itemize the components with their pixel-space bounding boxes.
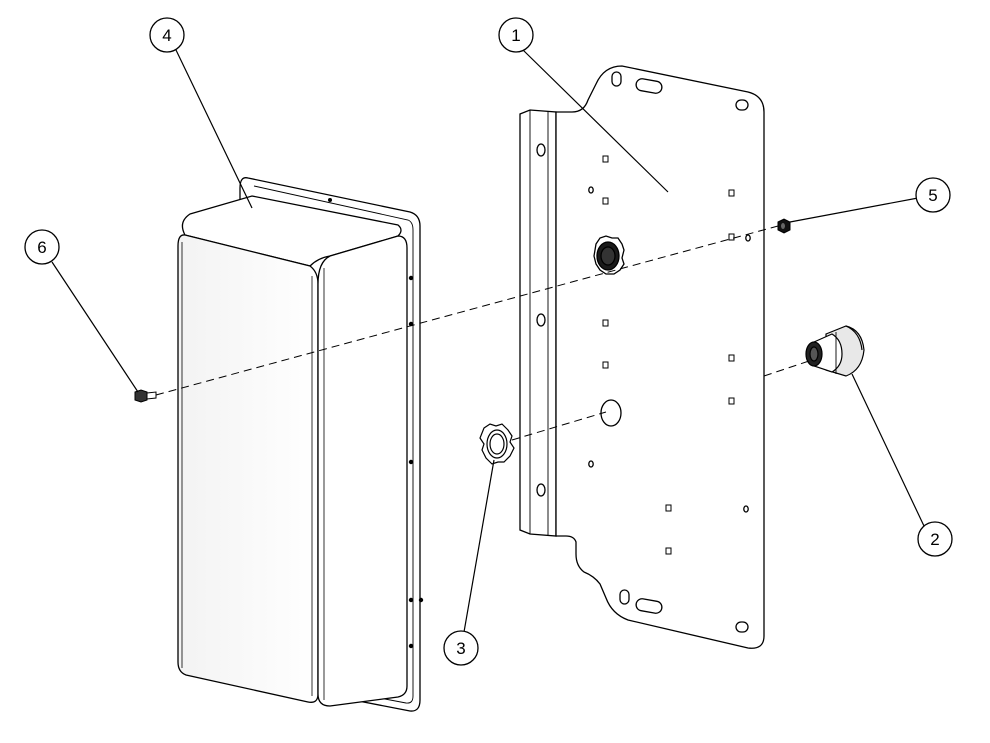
small-screw <box>134 389 157 403</box>
cover-side-face <box>317 235 408 707</box>
callout-label-2: 2 <box>930 530 939 549</box>
callout-label-6: 6 <box>37 238 46 257</box>
callout-label-1: 1 <box>511 26 520 45</box>
locknut <box>479 423 515 465</box>
callout-balloon-2: 2 <box>917 521 953 557</box>
callout-balloon-4: 4 <box>149 17 185 53</box>
plate-installed-locknut <box>593 235 625 275</box>
callout-label-4: 4 <box>162 26 171 45</box>
callout-balloon-1: 1 <box>498 17 534 53</box>
cable-gland <box>805 325 865 377</box>
cover-top-face <box>181 195 402 267</box>
plate-top-hole-right <box>735 99 749 111</box>
plate-top-hole-left <box>611 71 622 87</box>
plate-body <box>555 65 765 649</box>
cover-flange-inner <box>253 185 414 704</box>
mounting-plate <box>519 65 765 649</box>
plate-bottom-hole-right <box>735 621 749 633</box>
plate-bottom-slot <box>635 598 663 614</box>
cover-front-face <box>177 234 319 703</box>
small-nut <box>777 218 791 234</box>
cover-screw-holes <box>328 198 424 649</box>
plate-bottom-hole-left <box>619 589 630 605</box>
plate-square-holes <box>602 155 735 555</box>
enclosure-cover <box>177 177 424 712</box>
callout-label-5: 5 <box>928 186 937 205</box>
callout-balloon-3: 3 <box>443 630 479 666</box>
leader-lines <box>51 49 925 633</box>
callout-balloon-5: 5 <box>915 177 951 213</box>
assembly-lines <box>155 225 813 441</box>
callout-balloon-6: 6 <box>24 229 60 265</box>
plate-top-slot <box>635 78 663 94</box>
callout-label-3: 3 <box>456 639 465 658</box>
